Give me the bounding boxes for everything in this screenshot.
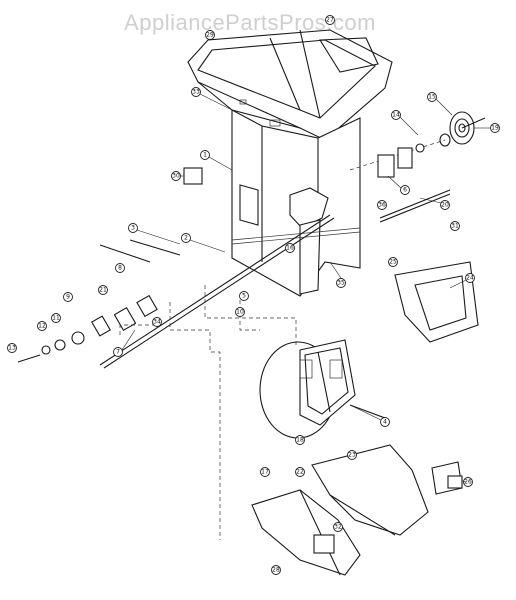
callout-8: 8 [115,263,125,273]
svg-text:34: 34 [153,319,161,326]
callout-7: 7 [113,347,123,357]
callout-29: 29 [205,30,215,40]
callout-14: 14 [391,110,401,120]
hopper [187,29,393,141]
callout-27: 27 [325,15,335,25]
leader-lines [121,93,490,483]
svg-text:10: 10 [236,309,244,316]
svg-text:15: 15 [428,94,436,101]
callout-26: 26 [463,477,473,487]
svg-text:4: 4 [383,419,387,426]
callout-20: 20 [440,200,450,210]
callout-13: 13 [7,343,17,353]
shaft [17,214,335,369]
watermark: AppliancePartsPros.com [124,10,376,35]
chute-body [231,109,361,297]
svg-text:18: 18 [296,437,304,444]
guard-panel [394,261,479,343]
label-plate-right [447,475,463,489]
rotor-assembly [259,339,386,439]
assembly-lines [119,285,297,540]
svg-text:26: 26 [464,479,472,486]
callout-33: 33 [191,87,201,97]
svg-text:27: 27 [326,17,334,24]
svg-text:20: 20 [441,202,449,209]
callout-16: 16 [285,243,295,253]
callout-1: 1 [200,150,210,160]
callout-3: 3 [128,223,138,233]
callout-35: 35 [336,278,346,288]
svg-text:19: 19 [491,125,499,132]
svg-text:12: 12 [38,323,46,330]
label-plate-left [183,167,203,185]
svg-text:36: 36 [378,202,386,209]
svg-text:25: 25 [389,259,397,266]
svg-text:11: 11 [52,315,60,322]
callout-18: 18 [295,435,305,445]
svg-text:29: 29 [206,32,214,39]
callout-10: 10 [235,307,245,317]
callout-36: 36 [377,200,387,210]
callout-25: 25 [388,257,398,267]
svg-text:22: 22 [296,469,304,476]
callout-17: 17 [260,467,270,477]
svg-text:13: 13 [8,345,16,352]
pulley-assembly [349,111,486,223]
callout-31: 31 [450,221,460,231]
callout-32: 32 [333,522,343,532]
callouts: 1 2 3 4 5 6 7 8 9 10 11 12 13 14 15 16 1… [7,15,500,575]
svg-text:7: 7 [116,349,120,356]
callout-28: 28 [271,565,281,575]
svg-text:33: 33 [192,89,200,96]
svg-text:16: 16 [286,245,294,252]
svg-text:5: 5 [242,293,246,300]
svg-text:35: 35 [337,280,345,287]
svg-text:14: 14 [392,112,400,119]
callout-19: 19 [490,123,500,133]
callout-15: 15 [427,92,437,102]
callout-23: 23 [347,450,357,460]
callout-12: 12 [37,321,47,331]
svg-text:21: 21 [99,287,107,294]
callout-9: 9 [63,292,73,302]
svg-text:6: 6 [403,187,407,194]
svg-text:30: 30 [172,173,180,180]
svg-text:2: 2 [184,235,188,242]
callout-2: 2 [181,233,191,243]
svg-text:9: 9 [66,294,70,301]
svg-text:1: 1 [203,152,207,159]
svg-text:28: 28 [272,567,280,574]
callout-11: 11 [51,313,61,323]
svg-text:17: 17 [261,469,269,476]
callout-30: 30 [171,171,181,181]
svg-text:3: 3 [131,225,135,232]
svg-text:23: 23 [348,452,356,459]
callout-6: 6 [400,185,410,195]
callout-22: 22 [295,467,305,477]
callout-24: 24 [465,273,475,283]
svg-text:31: 31 [451,223,459,230]
svg-text:24: 24 [466,275,474,282]
callout-4: 4 [380,417,390,427]
callout-5: 5 [239,291,249,301]
svg-text:32: 32 [334,524,342,531]
callout-21: 21 [98,285,108,295]
svg-text:8: 8 [118,265,122,272]
callout-34: 34 [152,317,162,327]
base-frame [251,444,463,576]
